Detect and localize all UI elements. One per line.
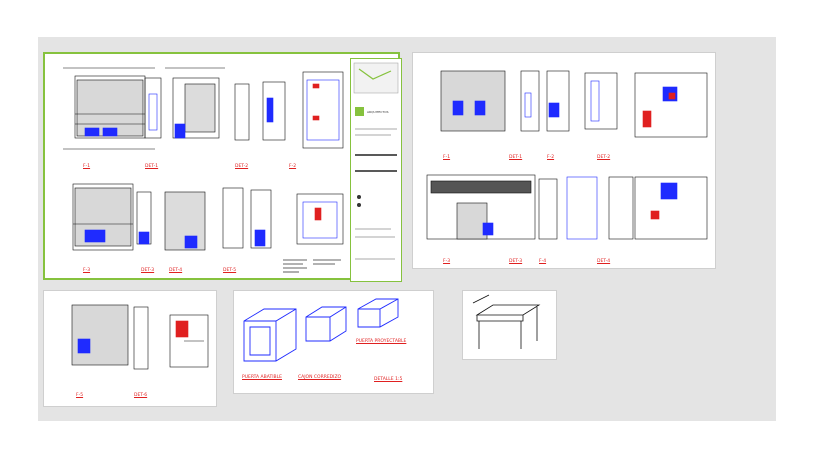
isometric-puerta-proyectable bbox=[357, 298, 399, 328]
label-a-3: F-2 bbox=[289, 164, 297, 169]
label-b-2: F-2 bbox=[547, 155, 555, 160]
sheet-c-detail[interactable]: F-5 DET-6 bbox=[43, 290, 217, 407]
plan-small-a2 bbox=[296, 193, 344, 245]
isometric-cajon bbox=[305, 306, 347, 342]
sheet-e-drawing bbox=[472, 294, 541, 349]
label-b-7: DET-4 bbox=[597, 259, 611, 264]
detail-det4a bbox=[136, 191, 152, 245]
plan-b2 bbox=[634, 176, 708, 240]
label-d-0: PUERTA ABATIBLE bbox=[242, 375, 282, 380]
sheet-d-drawing bbox=[243, 298, 399, 362]
label-c-0: F-5 bbox=[76, 393, 84, 398]
label-a-2: DET-2 bbox=[235, 164, 249, 169]
sheet-a-drawing bbox=[63, 67, 344, 273]
label-a-4: F-3 bbox=[83, 268, 91, 273]
plan-b1 bbox=[634, 72, 708, 138]
label-b-3: DET-2 bbox=[597, 155, 611, 160]
sheet-b-kitchen-elevations[interactable]: F-1 DET-1 F-2 DET-2 F-3 DET-3 F-4 DET-4 bbox=[412, 52, 716, 269]
elevation-b-f1 bbox=[440, 70, 506, 132]
label-b-5: DET-3 bbox=[509, 259, 523, 264]
elevation-f4 bbox=[72, 183, 134, 251]
sheet-a-kitchen-elevations[interactable]: ARQUITECTOS F-1 DET-1 DET-2 F-2 F-3 DET-… bbox=[43, 52, 402, 282]
elevation-f3 bbox=[234, 81, 286, 141]
sheet-e-table-detail[interactable] bbox=[462, 290, 557, 360]
label-b-4: F-3 bbox=[443, 259, 451, 264]
label-c-1: DET-6 bbox=[134, 393, 148, 398]
plan-small-a1 bbox=[302, 71, 344, 149]
title-block-graphics bbox=[353, 62, 399, 260]
label-a-7: DET-5 bbox=[223, 268, 237, 273]
label-b-0: F-1 bbox=[443, 155, 451, 160]
drawing-canvas: ARQUITECTOS F-1 DET-1 DET-2 F-2 F-3 DET-… bbox=[38, 37, 776, 421]
sheet-b-drawing bbox=[426, 70, 708, 240]
label-d-1: CAJON CORREDIZO bbox=[298, 375, 342, 380]
elevation-c-f5 bbox=[71, 304, 149, 370]
table-drawing bbox=[472, 294, 541, 349]
elevation-f1 bbox=[63, 67, 155, 150]
label-a-0: F-1 bbox=[83, 164, 91, 169]
plan-c1 bbox=[169, 314, 209, 368]
isometric-puerta-abatible bbox=[243, 308, 297, 362]
sheet-d-door-details[interactable]: PUERTA ABATIBLE CAJON CORREDIZO PUERTA P… bbox=[233, 290, 434, 394]
elevation-f5 bbox=[164, 191, 206, 251]
label-d-3: DETALLE 1:5 bbox=[374, 377, 403, 382]
title-block-brand: ARQUITECTOS bbox=[367, 110, 389, 114]
elevation-b-f3 bbox=[426, 174, 536, 240]
label-a-1: DET-1 bbox=[145, 164, 159, 169]
sheet-c-drawing bbox=[71, 304, 209, 370]
label-a-5: DET-3 bbox=[141, 268, 155, 273]
detail-det1 bbox=[144, 77, 162, 139]
label-b-6: F-4 bbox=[539, 259, 547, 264]
notes-block bbox=[283, 259, 341, 273]
elevation-b-f4 bbox=[538, 176, 634, 240]
elevation-f6 bbox=[222, 187, 272, 249]
title-block: ARQUITECTOS bbox=[350, 58, 402, 282]
label-d-2: PUERTA PROYECTABLE bbox=[356, 339, 407, 344]
elevation-b-f2 bbox=[520, 70, 618, 132]
label-a-6: DET-4 bbox=[169, 268, 183, 273]
label-b-1: DET-1 bbox=[509, 155, 523, 160]
elevation-f2 bbox=[165, 67, 225, 139]
